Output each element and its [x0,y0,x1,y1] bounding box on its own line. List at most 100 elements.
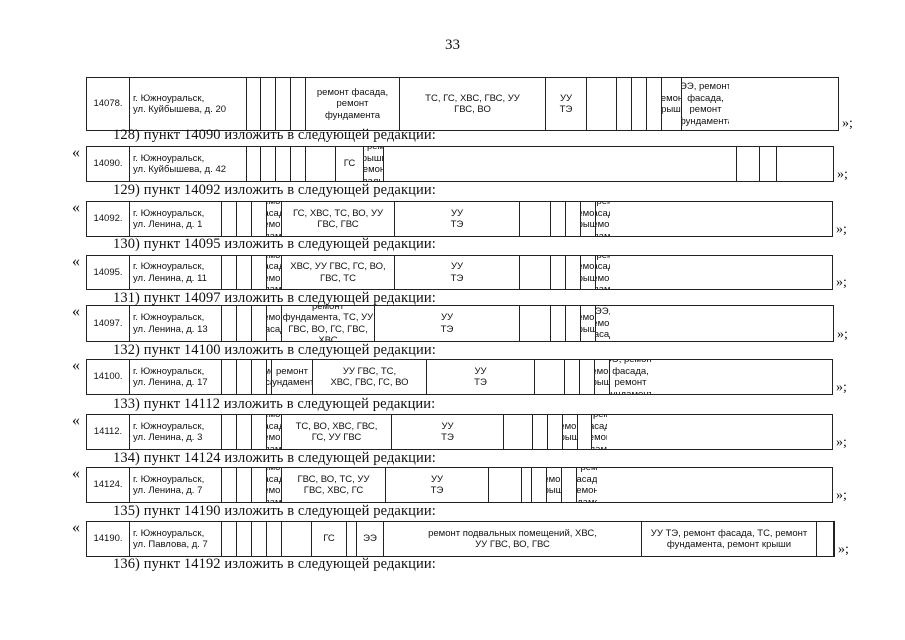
closing-quote-mark: »; [836,380,847,395]
table-row: 14112. г. Южноуральск, ул. Ленина, д. 3 ре… [86,414,833,450]
table-cell [550,256,565,289]
table-cell: УУ ТЭ [394,256,519,289]
table-cell [236,360,251,394]
item-number-cell: 14100. [93,371,123,383]
table-cell [221,468,236,502]
table-cell: ТС, ГС, ХВС, ГВС, УУ ГВС, ВО [399,78,545,130]
address-cell: г. Южноуральск, ул. Павлова, д. 7 [129,522,221,556]
table-cell [236,256,251,289]
table-cell [565,306,580,341]
table-cell [532,415,547,449]
table-cell: ремонт крыши [562,415,577,449]
item-number-cell: 14090. [93,158,123,170]
address-cell: г. Южноуральск, ул. Ленина, д. 13 [129,306,221,341]
closing-quote-mark: »; [837,327,848,342]
table-cell: УУ ТЭ, ремонт фасада, ТС, ремонт фундаме… [641,522,816,556]
table-cell: ремонт фасада, ремонт фундамента [305,78,399,130]
amendment-heading: 134) пункт 14124 изложить в следующей ре… [113,450,436,466]
opening-quote-mark: « [72,465,80,482]
table-cell: ремонт фасада [266,306,281,341]
table-cell: ремонт фасада, ремонт фундамента [266,202,281,236]
table-cell [236,202,251,236]
table-cell: УУ ТЭ [385,468,488,502]
table-cell: УУ ТЭ [545,78,586,130]
table-row: 14124.г. Южноуральск, ул. Ленина, д. 7ре… [86,467,833,503]
table-cell: ТС, ремонт фасада, ГВС, ХВС, УУ ТЭ, ВО, … [363,147,383,181]
table-cell: ЭЭ, ремонт фасада, ремонт фундамента [576,468,597,502]
table-cell [260,147,275,181]
table-cell [646,78,661,130]
item-number-cell: 14092. [93,213,123,225]
table-cell [290,147,305,181]
item-number-cell: 14097. [93,317,123,329]
table-cell: УУ ТЭ [394,202,519,236]
table-cell [246,78,260,130]
table-cell [631,78,646,130]
opening-quote-mark: « [72,357,80,374]
address-cell: г. Южноуральск, ул. Ленина, д. 3 [129,415,221,449]
table-cell [221,522,236,556]
table-cell [547,415,562,449]
table-cell [383,147,736,181]
table-row: 14095.г. Южноуральск, ул. Ленина, д. 11р… [86,255,833,290]
table-cell [251,360,266,394]
table-cell: ГС [335,147,363,181]
page-number: 33 [445,37,460,53]
table-cell [519,202,550,236]
opening-quote-mark: « [72,412,80,429]
table-cell [521,468,531,502]
closing-quote-mark: »; [837,167,848,182]
table-cell: ремонт крыши [594,360,609,394]
closing-quote-mark: »; [836,222,847,237]
table-cell [251,415,266,449]
table-cell: ЭЭ, ремонт фасада, ремонт фундамента [595,256,610,289]
table-cell: ЭЭ, ремонт фасада, ремонт фундамента [591,415,607,449]
table-cell [561,468,576,502]
table-cell [251,256,266,289]
table-cell [519,256,550,289]
amendment-heading: 128) пункт 14090 изложить в следующей ре… [113,127,436,143]
address-cell: г. Южноуральск, ул. Ленина, д. 11 [129,256,221,289]
item-number-cell: 14112. [93,426,123,438]
address-cell: г. Южноуральск, ул. Ленина, д. 17 [129,360,221,394]
table-cell [221,202,236,236]
table-cell [236,306,251,341]
table-cell: УУ ГВС, ТС, ХВС, ГВС, ГС, ВО [312,360,426,394]
table-cell: ремонт крыши [580,306,595,341]
table-cell [586,78,616,130]
address-cell: г. Южноуральск, ул. Ленина, д. 1 [129,202,221,236]
table-cell: ремонт фасада, ремонт фундамента [266,468,281,502]
table-cell [290,78,305,130]
table-cell [579,360,594,394]
opening-quote-mark: « [72,303,80,320]
table-cell [519,306,550,341]
table-cell [251,306,266,341]
amendment-heading: 129) пункт 14092 изложить в следующей ре… [113,182,436,198]
table-cell [221,360,236,394]
address-cell: г. Южноуральск, ул. Куйбышева, д. 42 [129,147,246,181]
table-cell [488,468,521,502]
table-cell [346,522,356,556]
table-cell [251,522,266,556]
table-cell [260,78,275,130]
table-cell [577,415,591,449]
table-cell: ремонт фасада [266,360,271,394]
opening-quote-mark: « [72,519,80,536]
table-cell: ремонт фундамента [271,360,312,394]
table-cell: ремонт фасада, ремонт фундамента [266,256,281,289]
amendment-heading: 132) пункт 14100 изложить в следующей ре… [113,342,436,358]
table-cell [305,147,335,181]
table-row: 14090. г. Южноуральск, ул. Куйбышева, д. … [86,146,834,182]
table-cell: ГВС, ВО, ТС, УУ ГВС, ХВС, ГС [281,468,385,502]
table-cell: УУ ТЭ [391,415,503,449]
table-cell [736,147,759,181]
table-row: 14097. г. Южноуральск, ул. Ленина, д. 13 р… [86,305,834,342]
closing-quote-mark: »; [838,542,849,557]
table-cell [266,522,281,556]
table-row: 14100. г. Южноуральск, ул. Ленина, д. 17 р… [86,359,833,395]
table-cell: УУ ТЭ [374,306,519,341]
table-cell [246,147,260,181]
closing-quote-mark: »; [842,116,853,131]
amendment-heading: 135) пункт 14190 изложить в следующей ре… [113,503,436,519]
